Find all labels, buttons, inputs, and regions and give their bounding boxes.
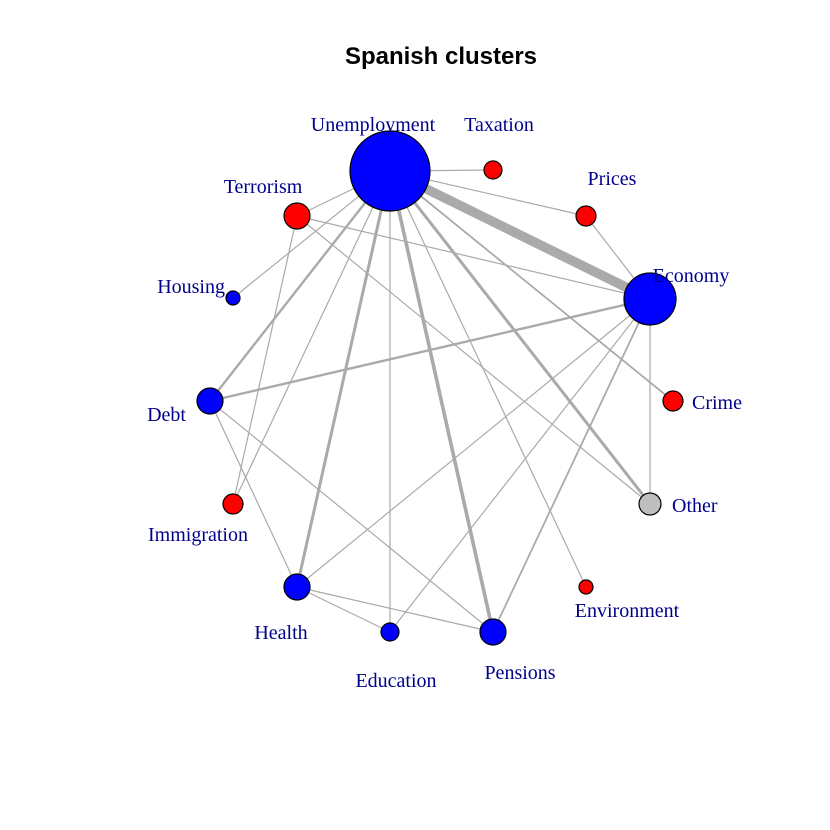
- node-immigration: [222, 493, 244, 515]
- node-label-environment: Environment: [575, 600, 680, 622]
- node-label-education: Education: [355, 670, 436, 692]
- node-label-health: Health: [254, 622, 307, 644]
- edge-unemployment-other: [388, 170, 652, 505]
- node-label-housing: Housing: [157, 276, 225, 298]
- diagram-title: Spanish clusters: [345, 43, 537, 70]
- node-environment: [578, 579, 594, 595]
- node-label-pensions: Pensions: [484, 662, 555, 684]
- edge-economy-pensions: [492, 298, 651, 633]
- node-pensions: [479, 618, 507, 646]
- edge-health-pensions: [296, 586, 494, 633]
- node-housing: [225, 290, 241, 306]
- edge-unemployment-health: [295, 170, 392, 588]
- node-label-unemployment: Unemployment: [311, 114, 436, 136]
- node-prices: [575, 205, 597, 227]
- edge-terrorism-immigration: [232, 215, 298, 505]
- edge-unemployment-economy: [387, 166, 653, 304]
- node-label-prices: Prices: [588, 168, 637, 190]
- nodes-layer: [196, 130, 684, 646]
- node-label-debt: Debt: [147, 404, 186, 426]
- edge-unemployment-debt: [209, 170, 391, 402]
- edge-debt-pensions: [209, 400, 494, 633]
- node-taxation: [483, 160, 503, 180]
- edge-unemployment-immigration: [232, 170, 391, 505]
- node-label-taxation: Taxation: [464, 114, 534, 136]
- node-crime: [662, 390, 684, 412]
- edge-terrorism-other: [296, 215, 651, 505]
- edge-economy-debt: [209, 297, 651, 403]
- node-label-economy: Economy: [653, 265, 730, 287]
- edges-layer: [209, 166, 674, 633]
- edge-unemployment-environment: [389, 170, 587, 588]
- node-label-terrorism: Terrorism: [224, 176, 303, 198]
- edge-unemployment-pensions: [388, 170, 495, 633]
- labels-layer: Unemployment TaxationPricesEconomyCrimeOt…: [147, 114, 742, 692]
- node-education: [380, 622, 400, 642]
- node-label-crime: Crime: [692, 392, 742, 414]
- node-unemployment: [349, 130, 431, 212]
- node-debt: [196, 387, 224, 415]
- edge-economy-education: [389, 298, 651, 633]
- node-economy: [623, 272, 677, 326]
- node-health: [283, 573, 311, 601]
- edge-economy-health: [296, 298, 651, 588]
- edge-unemployment-crime: [389, 170, 674, 402]
- edge-terrorism-economy: [296, 215, 651, 300]
- node-label-other: Other: [672, 495, 718, 517]
- node-terrorism: [283, 202, 311, 230]
- node-label-immigration: Immigration: [148, 524, 248, 546]
- edge-health-education: [296, 586, 391, 633]
- node-other: [638, 492, 662, 516]
- edge-debt-health: [209, 400, 298, 588]
